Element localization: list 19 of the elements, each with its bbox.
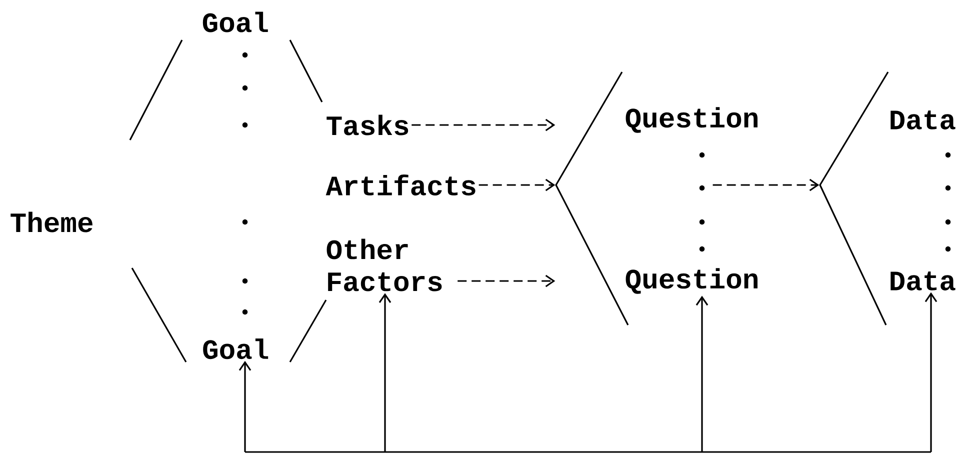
node-label: Question: [626, 268, 758, 294]
node-label: Data: [890, 272, 956, 290]
feedback-arrow: [378, 293, 392, 452]
arrow: [412, 118, 556, 132]
node-label: Question: [626, 107, 758, 133]
node-label: Theme: [10, 212, 92, 232]
node-label: Goal: [202, 12, 268, 32]
feedback-arrow: [696, 296, 708, 452]
arrow: [458, 274, 556, 288]
feedback-arrow: [924, 292, 938, 452]
node-label: Goal: [203, 338, 268, 360]
hexagon-outline: [129, 40, 327, 362]
node-label: Tasks: [326, 114, 408, 136]
node-label: Artifacts: [326, 174, 476, 196]
arrow: [478, 178, 556, 192]
node-label: Data: [890, 110, 956, 130]
node-label: Other Factors: [326, 238, 442, 292]
arrow: [712, 178, 820, 192]
feedback-arrow: [238, 360, 252, 452]
